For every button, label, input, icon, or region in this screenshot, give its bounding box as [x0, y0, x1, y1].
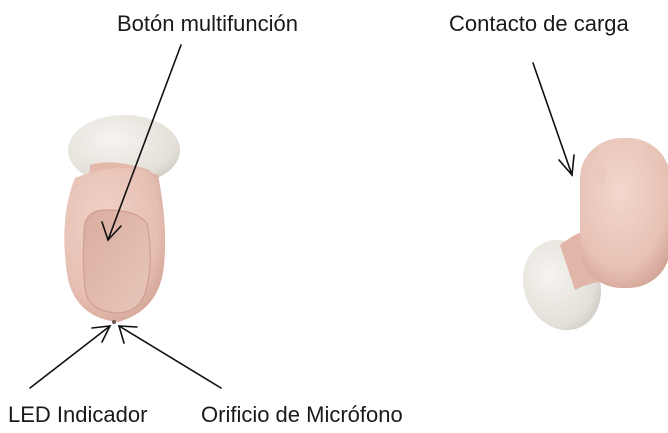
arrow-button-head: [101, 221, 122, 242]
led-indicator-label: LED Indicador: [8, 402, 148, 427]
annotation-arrows: [29, 44, 575, 389]
led-microphone-dot: [112, 320, 116, 324]
arrow-led-head: [91, 325, 112, 343]
earbud-front-view: [64, 115, 180, 324]
arrow-led-line: [29, 325, 111, 389]
microphone-hole-label: Orificio de Micrófono: [201, 402, 403, 427]
charging-contact-label: Contacto de carga: [449, 11, 629, 36]
charging-contact-area: [594, 165, 606, 185]
arrow-mic-head: [117, 325, 138, 344]
arrow-charge-head: [558, 154, 575, 177]
multifunction-button-plate: [82, 209, 151, 314]
earbud-side-view: [522, 138, 668, 331]
side-body: [580, 138, 668, 288]
arrow-charge-line: [532, 62, 573, 176]
arrow-button-line: [107, 44, 182, 241]
multifunction-button-label: Botón multifunción: [117, 11, 298, 36]
arrow-mic-line: [118, 325, 222, 389]
